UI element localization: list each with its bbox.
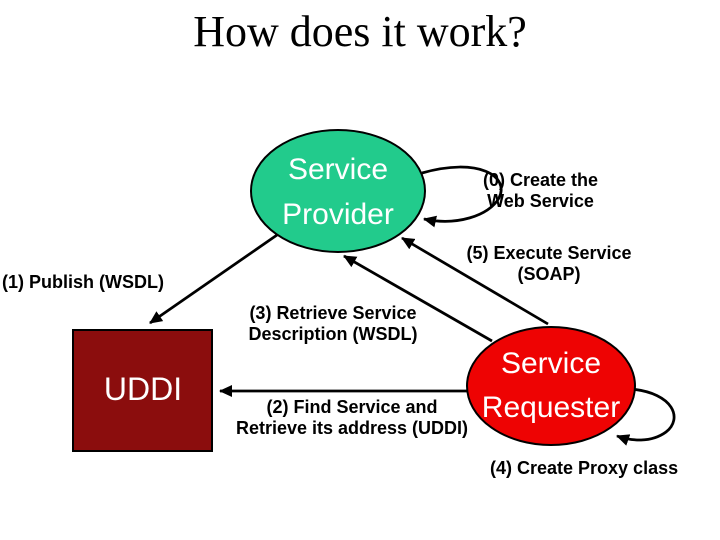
service-requester-node [466,326,636,446]
execute-arrow [401,236,549,326]
service-requester-label: Service Requester [481,347,621,424]
service-provider-label: Service Provider [282,153,394,231]
step2-find-label: (2) Find Service and Retrieve its addres… [235,397,469,438]
step0-create-label: (0) Create the Web Service [482,170,599,211]
publish-arrow [149,233,278,325]
step5-execute-label: (5) Execute Service (SOAP) [466,243,632,284]
retrieve-arrow [343,254,493,343]
step4-proxy-label: (4) Create Proxy class [490,458,679,478]
slide-title: How does it work? [193,7,527,56]
uddi-label: UDDI [103,371,183,407]
step1-publish-label: (1) Publish (WSDL) [2,272,164,292]
requester-self-loop-arrow [616,387,676,446]
step3-retrieve-label: (3) Retrieve Service Description (WSDL) [248,303,418,344]
provider-self-loop-arrow [421,165,503,228]
uddi-node [72,329,213,452]
service-provider-node [250,129,426,253]
